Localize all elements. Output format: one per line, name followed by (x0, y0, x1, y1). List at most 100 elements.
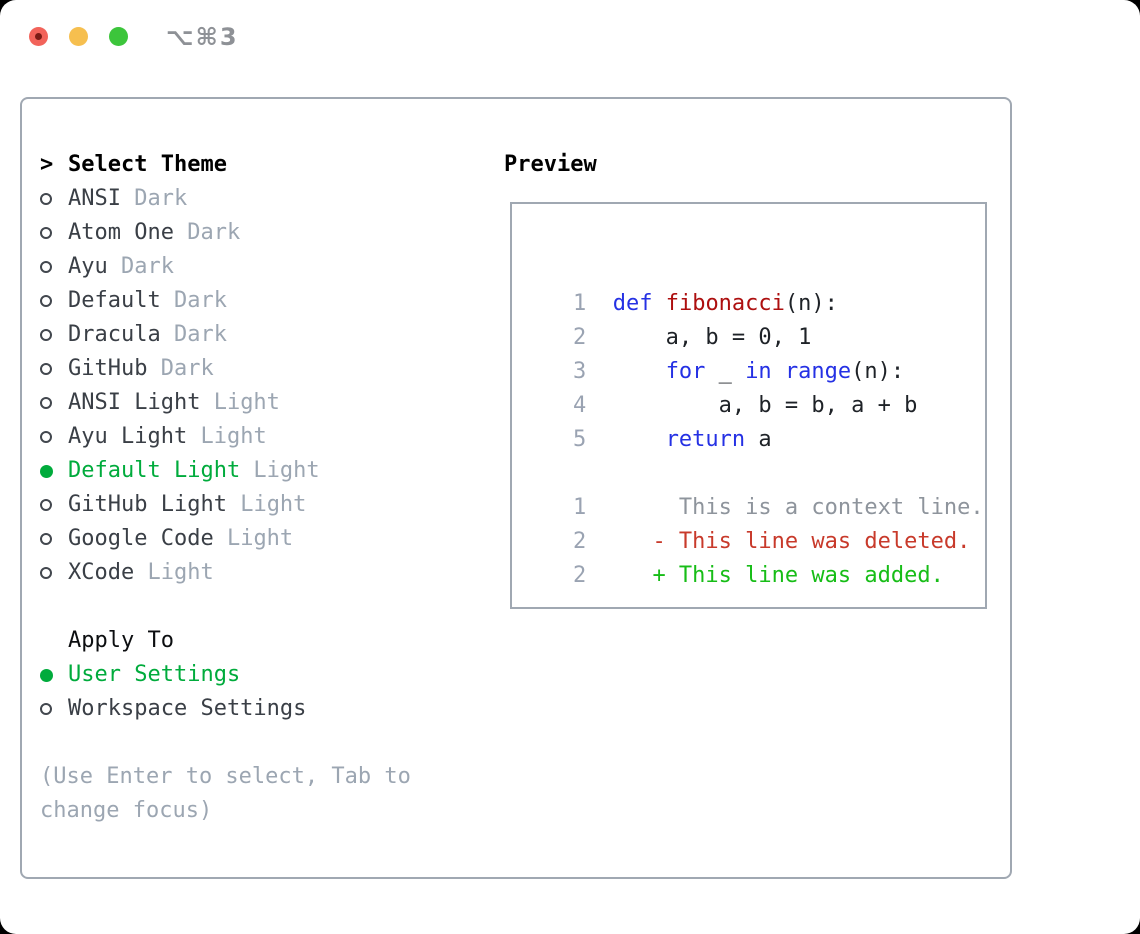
option-variant-label: Light (226, 492, 307, 517)
select-theme-header: > Select Theme (40, 148, 500, 182)
line-number: 2 (572, 325, 587, 350)
option-label: Ayu Light (68, 424, 188, 449)
code-line: 2 a, b = 0, 1 (520, 287, 985, 350)
marker-cell (40, 352, 68, 386)
code-text: a, b = 0, 1 (612, 325, 812, 350)
select-theme-title: Select Theme (68, 152, 227, 177)
theme-option[interactable]: XCode Light (40, 556, 500, 590)
code-line: 1 def fibonacci(n): (520, 253, 985, 316)
apply-indent (40, 624, 68, 658)
theme-option[interactable]: Ayu Light Light (40, 420, 500, 454)
option-variant-label: Light (187, 424, 267, 449)
option-variant-label: Dark (160, 322, 227, 347)
theme-option[interactable]: Dracula Dark (40, 318, 500, 352)
option-label: User Settings (68, 662, 241, 687)
code-text: def fibonacci(n): (612, 291, 838, 316)
option-variant-label: Dark (173, 220, 241, 245)
code-text: for _ in range(n): (665, 359, 905, 384)
preview-title: Preview (504, 152, 597, 177)
radio-icon (40, 464, 53, 478)
radio-icon (40, 261, 52, 273)
option-variant-label: Light (213, 526, 294, 551)
line-number: 4 (572, 393, 587, 418)
code-text: - This line was deleted. (612, 529, 971, 554)
theme-option[interactable]: ANSI Dark (40, 182, 500, 216)
option-label: GitHub (68, 356, 148, 381)
marker-cell (40, 488, 68, 522)
marker-cell (40, 318, 68, 352)
radio-icon (40, 567, 52, 579)
zoom-button[interactable] (109, 27, 128, 46)
theme-option[interactable]: Atom One Dark (40, 216, 500, 250)
radio-icon (40, 668, 53, 682)
marker-cell (40, 556, 68, 590)
radio-icon (40, 295, 52, 307)
radio-icon (40, 499, 52, 511)
radio-icon (40, 227, 52, 239)
radio-icon (40, 431, 52, 443)
theme-picker: > Select Theme ANSI Dark Atom One Dark A… (40, 148, 500, 828)
theme-option[interactable]: Google Code Light (40, 522, 500, 556)
apply-target-option[interactable]: Workspace Settings (40, 692, 500, 726)
radio-icon (40, 329, 52, 341)
marker-cell (40, 454, 68, 488)
radio-icon (40, 703, 52, 715)
line-number: 1 (572, 291, 587, 316)
line-number: 5 (572, 427, 587, 452)
close-button[interactable] (29, 27, 48, 46)
theme-option[interactable]: Default Dark (40, 284, 500, 318)
code-line: 2 + This line was added. (520, 525, 985, 588)
option-variant-label: Dark (147, 356, 214, 381)
line-number: 2 (572, 529, 587, 554)
option-label: Workspace Settings (68, 696, 307, 721)
minimize-button[interactable] (69, 27, 88, 46)
option-label: Ayu (68, 254, 108, 279)
code-line: 4 a, b = b, a + b (520, 355, 985, 418)
theme-picker-panel: > Select Theme ANSI Dark Atom One Dark A… (20, 97, 1012, 879)
spacer (40, 590, 500, 624)
option-variant-label: Light (200, 390, 280, 415)
code-text: This is a context line. (612, 495, 984, 520)
apply-target-option[interactable]: User Settings (40, 658, 500, 692)
code-text: a, b = b, a + b (612, 393, 918, 418)
code-line: 2 - This line was deleted. (520, 491, 985, 554)
theme-option[interactable]: Ayu Dark (40, 250, 500, 284)
marker-cell (40, 216, 68, 250)
option-label: Default Light (68, 458, 241, 483)
option-variant-label: Dark (120, 186, 188, 211)
apply-to-title: Apply To (68, 628, 174, 653)
code-preview: 1 def fibonacci(n): 2 a, b = 0, 1 3 for _… (512, 204, 985, 588)
radio-icon (40, 363, 52, 375)
marker-cell (40, 250, 68, 284)
code-line: 5 return a (520, 389, 985, 452)
selection-prompt-icon: > (40, 152, 54, 177)
option-variant-label: Light (240, 458, 320, 483)
code-text: + This line was added. (612, 563, 944, 588)
radio-icon (40, 397, 52, 409)
option-label: Google Code (68, 526, 214, 551)
theme-option[interactable]: GitHub Dark (40, 352, 500, 386)
theme-option[interactable]: ANSI Light Light (40, 386, 500, 420)
marker-cell (40, 692, 68, 726)
theme-option[interactable]: Default Light Light (40, 454, 500, 488)
option-label: Dracula (68, 322, 161, 347)
option-label: Default (68, 288, 161, 313)
apply-target-list: User Settings Workspace Settings (40, 658, 500, 726)
spacer (40, 726, 500, 760)
preview-box: 1 def fibonacci(n): 2 a, b = 0, 1 3 for _… (510, 202, 987, 609)
option-label: GitHub Light (68, 492, 227, 517)
option-label: Atom One (68, 220, 174, 245)
option-variant-label: Dark (160, 288, 227, 313)
theme-option[interactable]: GitHub Light Light (40, 488, 500, 522)
marker-cell (40, 182, 68, 216)
code-text: return a (665, 427, 772, 452)
option-variant-label: Dark (107, 254, 174, 279)
titlebar: ⌥⌘3 (0, 0, 1140, 76)
radio-icon (40, 193, 52, 205)
option-variant-label: Light (134, 560, 214, 585)
marker-cell (40, 386, 68, 420)
line-number: 3 (572, 359, 587, 384)
help-text: (Use Enter to select, Tab to change focu… (40, 764, 411, 823)
marker-cell (40, 522, 68, 556)
